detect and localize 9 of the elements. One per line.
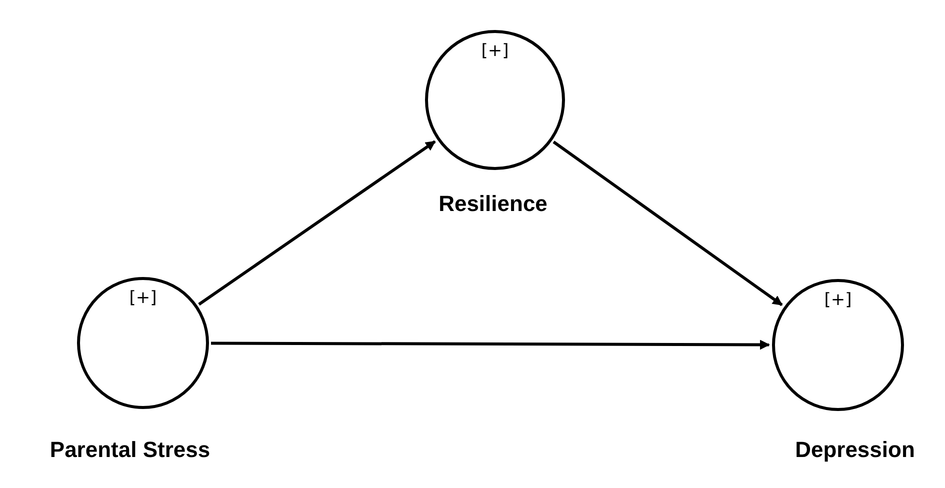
arrow bbox=[198, 140, 436, 306]
construct-label: Parental Stress bbox=[50, 436, 210, 464]
indicator-sign: [+] bbox=[481, 43, 509, 60]
arrow bbox=[211, 340, 770, 350]
indicator-sign: [+] bbox=[824, 292, 852, 309]
indicator-sign: [+] bbox=[129, 290, 157, 307]
arrow bbox=[552, 140, 783, 306]
construct-label: Resilience bbox=[438, 190, 548, 218]
construct-label: Depression bbox=[795, 436, 915, 464]
